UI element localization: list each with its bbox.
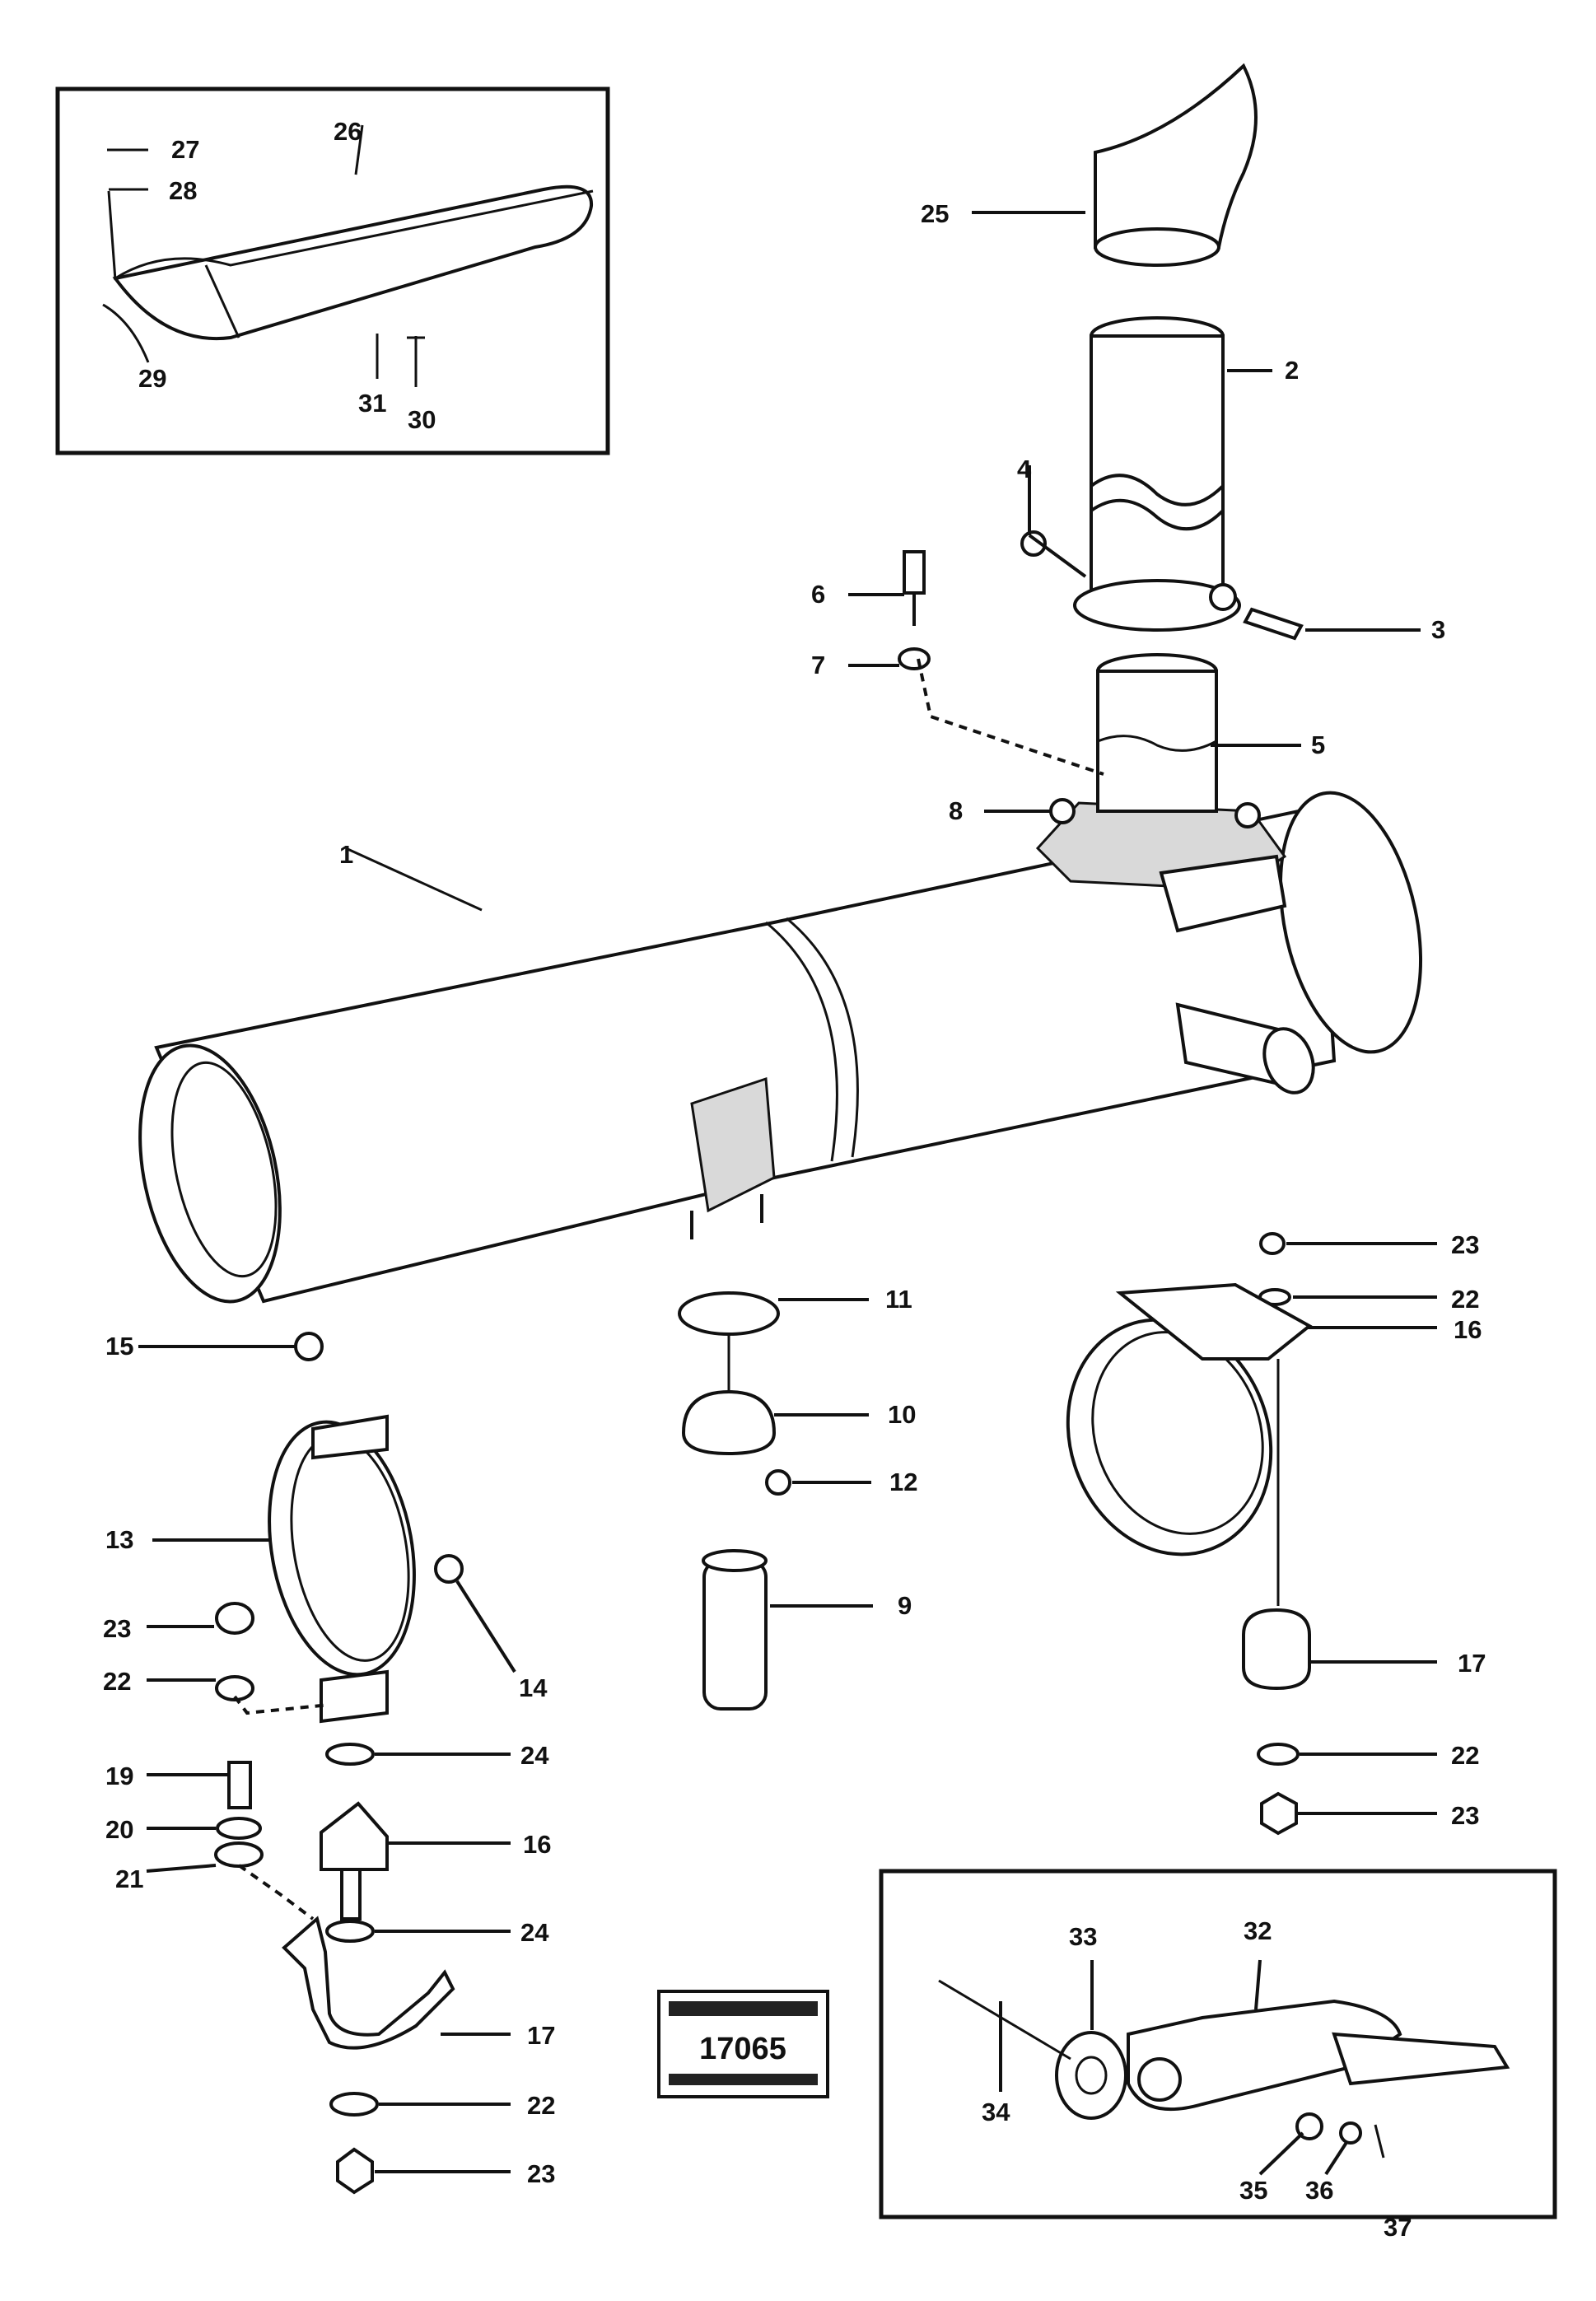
rain-cap: [1094, 63, 1258, 249]
callout-24-upper: 24: [520, 1741, 549, 1770]
callout-33: 33: [1069, 1922, 1097, 1951]
callout-7: 7: [811, 651, 825, 679]
callout-31: 31: [358, 389, 386, 418]
callout-labels: 1 2 3 4 5 6 7 8 9 10 11 12 13 14 15 16 1…: [103, 117, 1486, 2242]
callout-27: 27: [171, 135, 199, 164]
callout-22-right-lower: 22: [1451, 1741, 1479, 1770]
callout-16-right: 16: [1454, 1315, 1482, 1344]
callout-6: 6: [811, 580, 825, 609]
callout-30: 30: [408, 405, 436, 434]
callout-8: 8: [949, 796, 963, 825]
catalog-stamp: 17065: [657, 1990, 829, 2098]
leader-lines: [138, 211, 1437, 2176]
inset-heat-shield: [55, 86, 610, 455]
callout-23-right-upper: 23: [1451, 1230, 1479, 1259]
callout-2: 2: [1285, 356, 1299, 385]
callout-22-left-lower: 22: [527, 2091, 555, 2120]
right-clamp-assembly: [1066, 1232, 1313, 1836]
callout-17-left: 17: [527, 2021, 555, 2050]
callout-22-right-upper: 22: [1451, 1285, 1479, 1314]
callout-23-left-upper: 23: [103, 1614, 131, 1643]
callout-16-left: 16: [523, 1830, 551, 1859]
callout-22-left-upper: 22: [103, 1667, 131, 1696]
callout-11: 11: [885, 1285, 912, 1314]
callout-5: 5: [1311, 730, 1325, 759]
exhaust-pipe-assembly: [898, 63, 1304, 813]
inset-bracket-detail: [879, 1869, 1557, 2219]
callout-14: 14: [519, 1673, 548, 1702]
callout-9: 9: [898, 1591, 912, 1620]
callout-24-lower: 24: [520, 1918, 549, 1947]
callout-35: 35: [1239, 2176, 1267, 2205]
callout-1: 1: [339, 840, 353, 869]
callout-32: 32: [1244, 1916, 1272, 1945]
callout-13: 13: [105, 1525, 133, 1554]
callout-25: 25: [921, 199, 949, 228]
callout-4: 4: [1017, 455, 1032, 483]
left-clamp-assembly: [214, 1332, 464, 2195]
callout-20: 20: [105, 1815, 133, 1844]
heat-shield: [112, 184, 594, 340]
callout-29: 29: [138, 364, 166, 393]
callout-36: 36: [1305, 2176, 1333, 2205]
callout-12: 12: [889, 1468, 917, 1496]
stamp-number: 17065: [699, 2032, 786, 2066]
callout-23-left-lower: 23: [527, 2159, 555, 2188]
callout-3: 3: [1431, 615, 1445, 644]
callout-10: 10: [888, 1400, 916, 1429]
center-mount: [678, 1291, 791, 1711]
callout-37: 37: [1384, 2213, 1412, 2242]
callout-17-right: 17: [1458, 1649, 1486, 1678]
callout-15: 15: [105, 1332, 133, 1361]
callout-19: 19: [105, 1762, 133, 1790]
callout-34: 34: [982, 2098, 1010, 2126]
callout-28: 28: [169, 176, 197, 205]
callout-21: 21: [115, 1865, 143, 1893]
callout-26: 26: [334, 117, 362, 146]
callout-23-right-lower: 23: [1451, 1801, 1479, 1830]
muffler: [138, 791, 1423, 1304]
